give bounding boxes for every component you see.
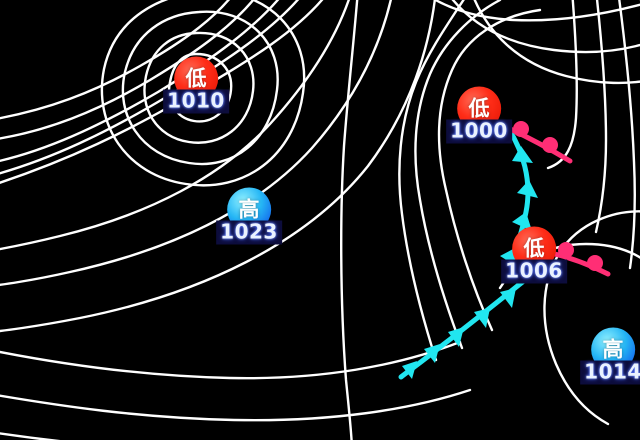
cold-front-south xyxy=(398,277,528,380)
isobar-line xyxy=(0,0,231,120)
isobar-line xyxy=(167,52,233,123)
pressure-value-label: 1023 xyxy=(216,220,282,245)
pressure-value-label: 1006 xyxy=(501,259,567,284)
isobar-line xyxy=(0,340,462,380)
isobar-line xyxy=(0,432,61,440)
isobar-line xyxy=(0,0,255,140)
pressure-value-label: 1010 xyxy=(163,89,229,114)
isobar-line xyxy=(618,0,636,270)
warm-front-south xyxy=(548,242,611,277)
isobar-line xyxy=(594,0,608,234)
isobar-line xyxy=(340,0,359,440)
isobar-line xyxy=(100,0,306,187)
isobar-line xyxy=(414,0,502,350)
isobar-line xyxy=(398,0,465,362)
isobar-line xyxy=(0,0,437,333)
isobar-line xyxy=(437,8,542,332)
isobar-line xyxy=(473,0,640,85)
isobar-line xyxy=(543,210,640,426)
isobar-line xyxy=(0,0,280,163)
pressure-value-label: 1000 xyxy=(446,119,512,144)
isobar-line xyxy=(451,0,640,54)
isobar-line xyxy=(0,0,350,251)
isobar-line xyxy=(433,0,640,22)
pressure-value-label: 1014 xyxy=(580,360,640,385)
isobar-line xyxy=(0,388,472,422)
